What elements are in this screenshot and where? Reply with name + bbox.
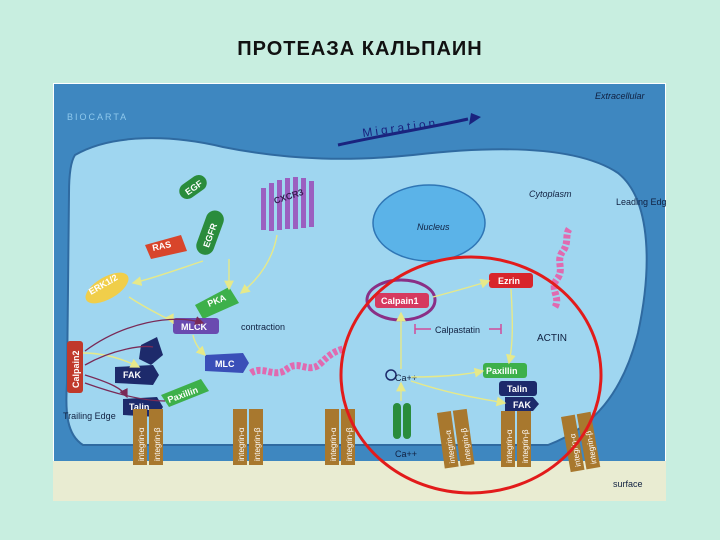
talin-protein-right: Talin	[499, 381, 537, 396]
calcium-ion-marker	[385, 369, 397, 381]
fak-protein-left: FAK	[115, 365, 159, 385]
label-calcium-outer: Ca++	[395, 449, 417, 459]
egf-ligand: EGF	[179, 174, 207, 200]
label-calpastatin: Calpastatin	[435, 325, 480, 335]
label-nucleus: Nucleus	[417, 222, 450, 232]
pka-protein: PKA	[195, 287, 239, 319]
label-actin: ACTIN	[537, 333, 567, 344]
svg-text:Paxillin: Paxillin	[486, 366, 518, 376]
label-contraction: contraction	[241, 322, 285, 332]
svg-text:integrin-β: integrin-β	[521, 429, 530, 463]
svg-text:integrin-α: integrin-α	[505, 429, 514, 463]
ras-protein: RAS	[145, 235, 187, 259]
calpastatin-inhibition	[414, 324, 502, 334]
cxcr3-receptor: CXCR3	[261, 177, 314, 231]
egfr-receptor: EGFR	[196, 210, 224, 255]
pathway-arrows	[82, 234, 516, 407]
integrin-pair: integrin-α integrin-β	[437, 408, 475, 469]
svg-text:integrin-α: integrin-α	[237, 427, 246, 461]
logo: BIOCARTA	[67, 112, 128, 122]
highlight-circle	[339, 255, 603, 495]
svg-text:integrin-β: integrin-β	[153, 427, 162, 461]
migration-arrow	[337, 117, 469, 147]
label-extracellular: Extracellular	[595, 91, 646, 101]
label-calcium-inner: Ca++	[395, 373, 417, 383]
integrin-pair: integrin-α integrin-β	[233, 409, 263, 465]
calpain2-protein: Calpain2	[67, 341, 83, 393]
inhibitor-dark	[139, 337, 163, 365]
svg-text:integrin-β: integrin-β	[253, 427, 262, 461]
svg-text:integrin-β: integrin-β	[345, 427, 354, 461]
calpain1-protein: Calpain1	[375, 293, 429, 308]
surface-band	[53, 461, 666, 501]
calpain-pathway-diagram: BIOCARTA Extracellular Cytoplasm Nucleus…	[53, 83, 666, 501]
label-leading-edge: Leading Edge	[616, 197, 666, 207]
svg-text:MLCK: MLCK	[181, 322, 207, 332]
nucleus	[372, 184, 486, 262]
svg-text:integrin-α: integrin-α	[329, 427, 338, 461]
slide-title: ПРОТЕАЗА КАЛЬПАИН	[237, 38, 483, 60]
svg-text:RAS: RAS	[151, 239, 172, 253]
label-cytoplasm: Cytoplasm	[529, 189, 572, 199]
fak-protein-right: FAK	[505, 397, 539, 411]
calpain2-cleavage-arcs	[84, 316, 205, 402]
svg-text:Talin: Talin	[129, 402, 149, 412]
svg-text:integrin-α: integrin-α	[137, 427, 146, 461]
svg-text:Calpain2: Calpain2	[71, 350, 81, 388]
ezrin-protein: Ezrin	[489, 273, 533, 288]
integrin-pair: integrin-α integrin-β	[501, 411, 531, 467]
svg-text:MLC: MLC	[215, 359, 235, 369]
paxillin-protein-right: Paxillin	[483, 363, 527, 378]
svg-text:Talin: Talin	[507, 384, 527, 394]
myosin-chain	[249, 345, 344, 377]
actin-filament	[550, 227, 573, 309]
calcium-channel	[393, 403, 411, 439]
svg-text:Ezrin: Ezrin	[498, 276, 520, 286]
svg-text:FAK: FAK	[123, 370, 142, 380]
label-surface: surface	[613, 479, 643, 489]
label-trailing-edge: Trailing Edge	[63, 411, 116, 421]
integrin-pair: integrin-α integrin-β	[133, 409, 163, 465]
mlc-protein: MLC	[205, 353, 249, 373]
svg-text:Calpain1: Calpain1	[381, 296, 419, 306]
svg-text:FAK: FAK	[513, 400, 532, 410]
mlck-protein: MLCK	[173, 318, 219, 334]
